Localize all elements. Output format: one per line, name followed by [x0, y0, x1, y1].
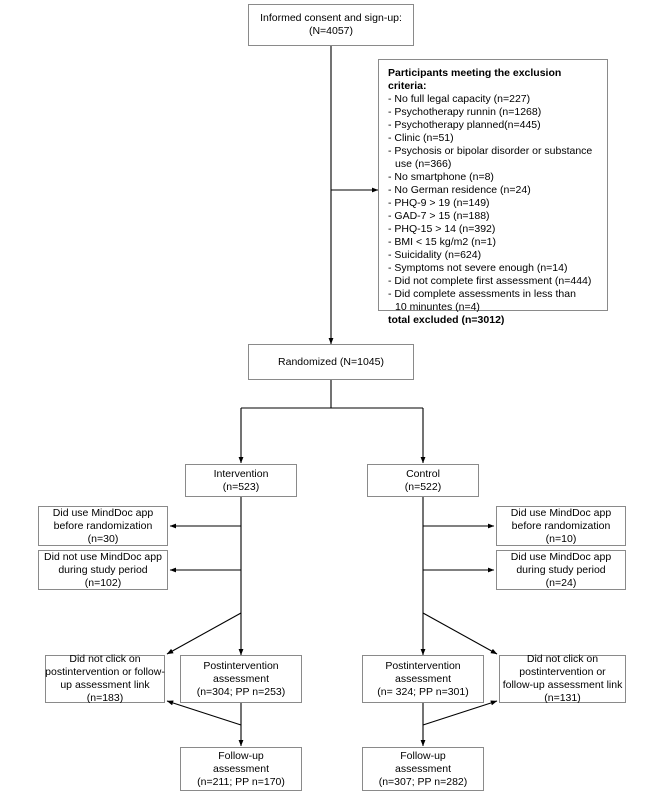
exclusion-item: - PHQ-15 > 14 (n=392) [388, 223, 496, 235]
node-line: Randomized (N=1045) [278, 355, 384, 368]
node-line: (n=102) [84, 576, 122, 589]
node-line: (n=183) [86, 692, 124, 704]
node-ctl-postintervention-assessment: Postintervention assessment (n= 324; PP … [362, 655, 484, 703]
node-line: (n=30) [87, 532, 119, 545]
connector-ctl-noclick-post [422, 612, 498, 655]
node-line: Follow-up [400, 749, 446, 762]
node-line: Informed consent and sign-up: [260, 12, 402, 24]
node-line: Did not use MindDoc app [44, 550, 162, 563]
exclusion-item: 10 minuntes (n=4) [395, 301, 480, 313]
node-informed-consent: Informed consent and sign-up: (N=4057) [248, 4, 414, 46]
exclusion-item: - No smartphone (n=8) [388, 171, 494, 183]
node-line: assessment [394, 762, 452, 775]
node-control: Control (n=522) [367, 464, 479, 497]
node-intervention: Intervention (n=523) [185, 464, 297, 497]
exclusion-item: - GAD-7 > 15 (n=188) [388, 210, 490, 222]
node-line: (n=304; PP n=253) [196, 685, 286, 698]
node-line: Did not click on [526, 653, 599, 665]
node-ctl-did-not-click-link: Did not click on postintervention or fol… [499, 653, 626, 704]
exclusion-item: - PHQ-9 > 19 (n=149) [388, 197, 490, 209]
node-ctl-used-app-before-randomization: Did use MindDoc app before randomization… [496, 506, 626, 546]
exclusion-total: total excluded (n=3012) [388, 314, 505, 326]
node-ctl-followup-assessment: Follow-up assessment (n=307; PP n=282) [362, 747, 484, 791]
exclusion-item: - Psychotherapy planned(n=445) [388, 119, 541, 131]
node-line: (N=4057) [308, 25, 354, 37]
connector-ctl-noclick-followup [422, 700, 498, 726]
exclusion-item: - Psychosis or bipolar disorder or subst… [388, 145, 593, 157]
node-int-not-used-app-during-study: Did not use MindDoc app during study per… [38, 550, 168, 590]
node-line: before randomization [53, 519, 153, 532]
node-line: (n=307; PP n=282) [378, 775, 468, 788]
node-line: (n=211; PP n=170) [197, 775, 285, 788]
node-line: (n=523) [222, 480, 260, 493]
exclusion-item: - BMI < 15 kg/m2 (n=1) [388, 236, 496, 248]
node-line: during study period [516, 563, 606, 576]
node-int-did-not-click-link: Did not click on postintervention or fol… [45, 653, 165, 704]
node-line: Did use MindDoc app [52, 506, 154, 519]
exclusion-item: - No German residence (n=24) [388, 184, 531, 196]
node-line: assessment [394, 672, 452, 685]
node-int-postintervention-assessment: Postintervention assessment (n=304; PP n… [180, 655, 302, 703]
node-line: Did not click on [69, 653, 141, 665]
node-exclusion-criteria: Participants meeting the exclusion crite… [378, 59, 608, 326]
node-line: (n=24) [545, 576, 577, 589]
exclusion-item: - No full legal capacity (n=227) [388, 93, 531, 105]
node-ctl-used-app-during-study: Did use MindDoc app during study period … [496, 550, 626, 590]
node-line: Did use MindDoc app [510, 550, 612, 563]
node-line: Postintervention [203, 659, 279, 672]
node-line: Intervention [213, 467, 269, 480]
node-line: postintervention or [519, 666, 606, 678]
exclusion-item: use (n=366) [395, 158, 452, 170]
exclusion-item: - Suicidality (n=624) [388, 249, 482, 261]
exclusion-item: - Symptoms not severe enough (n=14) [388, 262, 568, 274]
node-randomized: Randomized (N=1045) [248, 344, 414, 380]
node-line: (n=522) [404, 480, 442, 493]
node-int-used-app-before-randomization: Did use MindDoc app before randomization… [38, 506, 168, 546]
node-line: assessment [212, 762, 270, 775]
exclusion-item: - Clinic (n=51) [388, 132, 454, 144]
connector-int-noclick-post [166, 612, 242, 655]
exclusion-item: - Psychotherapy runnin (n=1268) [388, 106, 542, 118]
node-line: during study period [58, 563, 148, 576]
node-line: follow-up assessment link [502, 679, 623, 691]
node-line: up assessment link [60, 679, 150, 691]
exclusion-item: - Did not complete first assessment (n=4… [388, 275, 592, 287]
connector-int-noclick-followup [166, 700, 242, 726]
node-line: Postintervention [385, 659, 461, 672]
node-line: postintervention or follow- [45, 666, 165, 678]
node-line: (n= 324; PP n=301) [377, 685, 469, 698]
node-int-followup-assessment: Follow-up assessment (n=211; PP n=170) [180, 747, 302, 791]
node-line: Control [406, 467, 440, 480]
node-line: assessment [212, 672, 270, 685]
exclusion-heading: Participants meeting the exclusion crite… [388, 67, 565, 92]
node-line: (n=131) [544, 692, 581, 704]
node-line: Did use MindDoc app [510, 506, 612, 519]
exclusion-item: - Did complete assessments in less than [388, 288, 576, 300]
node-line: before randomization [511, 519, 611, 532]
node-line: (n=10) [545, 532, 577, 545]
node-line: Follow-up [218, 749, 264, 762]
